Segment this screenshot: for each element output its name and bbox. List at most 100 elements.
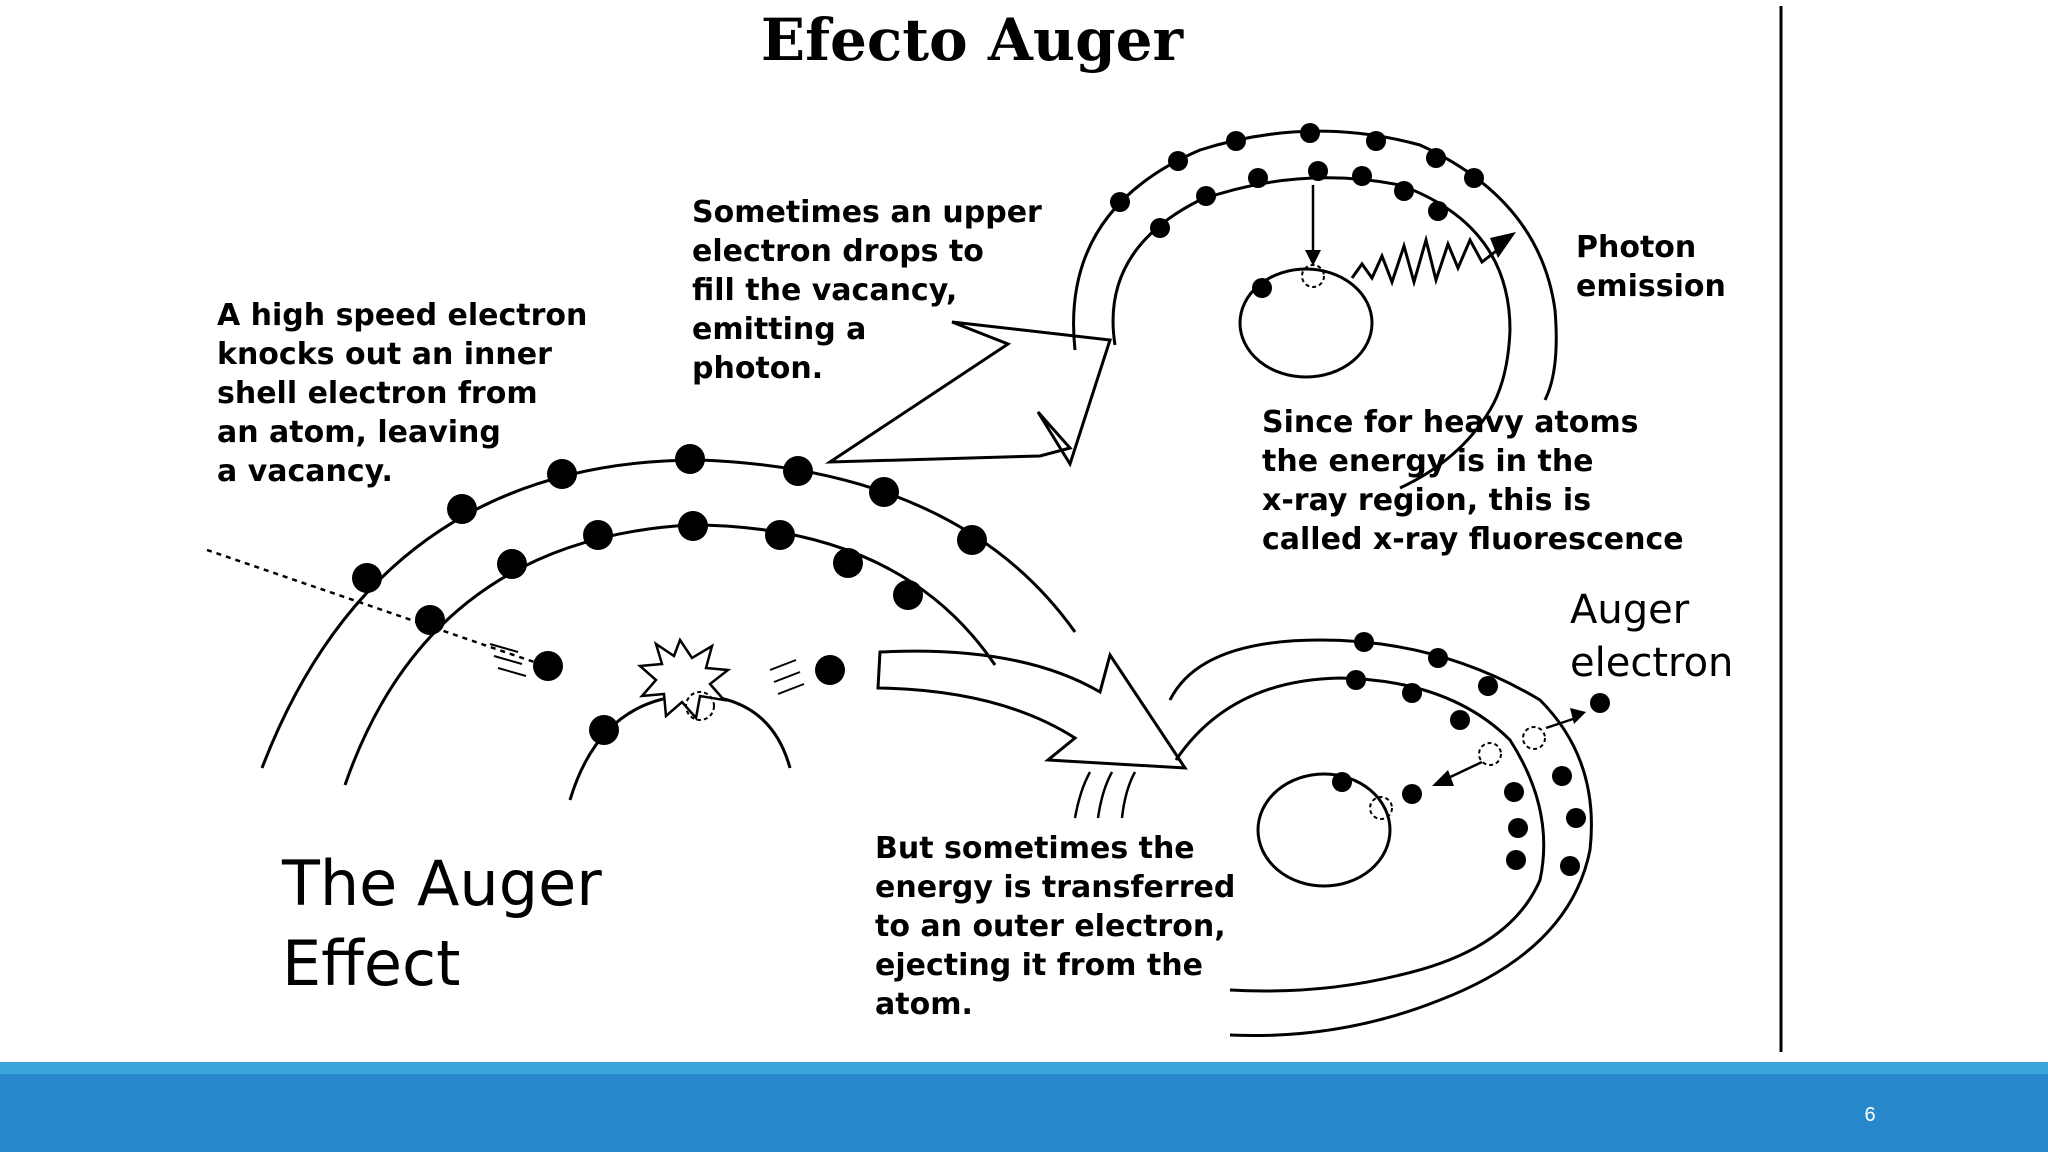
- electron: [783, 456, 813, 486]
- label-line: Since for heavy atoms: [1262, 405, 1639, 440]
- main-core-orbit: [568, 693, 792, 801]
- ejection-arrow: [1545, 716, 1577, 730]
- label-line: emission: [1576, 269, 1726, 304]
- label-line: the energy is in the: [1262, 444, 1594, 479]
- incoming-electron-path: [206, 548, 541, 666]
- electron: [1252, 278, 1272, 298]
- label-line: electron drops to: [692, 234, 984, 269]
- electron: [957, 525, 987, 555]
- electron: [869, 477, 899, 507]
- field-line: [1096, 771, 1114, 819]
- photon-arrowhead: [1490, 232, 1516, 258]
- core-electron: [589, 715, 619, 745]
- electron: [833, 548, 863, 578]
- label-fluorescence: Since for heavy atoms the energy is in t…: [1262, 405, 1684, 557]
- electron: [1248, 168, 1268, 188]
- vacancy-marker: [1369, 796, 1393, 820]
- electron: [765, 520, 795, 550]
- auger-outer-orbit: [1168, 638, 1593, 1038]
- label-line: But sometimes the: [875, 831, 1195, 866]
- electron: [1552, 766, 1572, 786]
- motion-line: [497, 667, 527, 677]
- label-knock-out: A high speed electron knocks out an inne…: [217, 298, 587, 489]
- ejected-electron: [815, 655, 845, 685]
- electron: [1352, 166, 1372, 186]
- incoming-electron: [533, 651, 563, 681]
- collision-burst-icon: [636, 637, 732, 721]
- motion-line: [769, 659, 797, 671]
- label-line: shell electron from: [217, 376, 538, 411]
- effect-title-line: Effect: [282, 927, 460, 1000]
- label-line: a vacancy.: [217, 454, 393, 489]
- label-line: Auger: [1570, 587, 1690, 633]
- electron: [1300, 123, 1320, 143]
- photon-outer-orbit: [1072, 129, 1558, 401]
- transfer-arrowhead: [1432, 770, 1454, 786]
- electron: [1366, 131, 1386, 151]
- motion-line: [773, 671, 801, 683]
- electron: [1450, 710, 1470, 730]
- vacancy-marker: [1522, 726, 1546, 750]
- electron: [1426, 148, 1446, 168]
- motion-line: [777, 683, 805, 695]
- vacancy-marker: [685, 691, 715, 721]
- electron: [1560, 856, 1580, 876]
- label-line: energy is transferred: [875, 870, 1235, 905]
- electron: [678, 511, 708, 541]
- label-line: x-ray region, this is: [1262, 483, 1591, 518]
- ejection-arrowhead: [1570, 708, 1586, 724]
- motion-line: [489, 643, 519, 653]
- effect-title: The Auger Effect: [281, 847, 602, 1000]
- effect-title-line: The Auger: [281, 847, 602, 920]
- electron: [1506, 850, 1526, 870]
- electron: [1308, 161, 1328, 181]
- electron: [1354, 632, 1374, 652]
- label-line: ejecting it from the: [875, 948, 1203, 983]
- electron: [1566, 808, 1586, 828]
- label-line: electron: [1570, 640, 1733, 686]
- label-line: fill the vacancy,: [692, 273, 957, 308]
- electron: [1110, 192, 1130, 212]
- drop-arrowhead: [1305, 250, 1321, 266]
- electron: [675, 444, 705, 474]
- electron: [1346, 670, 1366, 690]
- electron: [893, 580, 923, 610]
- footer-accent-strip: [0, 1062, 2048, 1074]
- vacancy-marker: [1478, 742, 1502, 766]
- label-transfer: But sometimes the energy is transferred …: [875, 831, 1235, 1022]
- label-line: called x-ray fluorescence: [1262, 522, 1684, 557]
- electron: [1196, 186, 1216, 206]
- label-photon: Photon emission: [1576, 230, 1726, 304]
- electron: [1402, 683, 1422, 703]
- label-line: knocks out an inner: [217, 337, 552, 372]
- footer-bar: [0, 1074, 2048, 1152]
- electron: [1478, 676, 1498, 696]
- label-line: emitting a: [692, 312, 866, 347]
- photon-middle-orbit: [1111, 176, 1512, 490]
- auger-core-orbit: [1256, 772, 1392, 888]
- lower-arrow: [876, 649, 1188, 770]
- slide-title: Efecto Auger: [761, 6, 1185, 74]
- electron: [1402, 784, 1422, 804]
- upper-arrow: [824, 320, 1112, 468]
- electron: [1504, 782, 1524, 802]
- label-line: photon.: [692, 351, 823, 386]
- electron: [1168, 151, 1188, 171]
- electron: [1394, 181, 1414, 201]
- electron: [547, 459, 577, 489]
- auger-electron-atom: [1168, 632, 1610, 1038]
- label-line: atom.: [875, 987, 973, 1022]
- label-line: to an outer electron,: [875, 909, 1226, 944]
- label-line: Sometimes an upper: [692, 195, 1042, 230]
- electron: [1428, 648, 1448, 668]
- label-line: Photon: [1576, 230, 1696, 265]
- electron: [497, 549, 527, 579]
- auger-electron: [1590, 693, 1610, 713]
- electron: [1428, 201, 1448, 221]
- field-line: [1073, 771, 1092, 819]
- electron: [415, 605, 445, 635]
- label-line: A high speed electron: [217, 298, 587, 333]
- page-number: 6: [1864, 1104, 1876, 1126]
